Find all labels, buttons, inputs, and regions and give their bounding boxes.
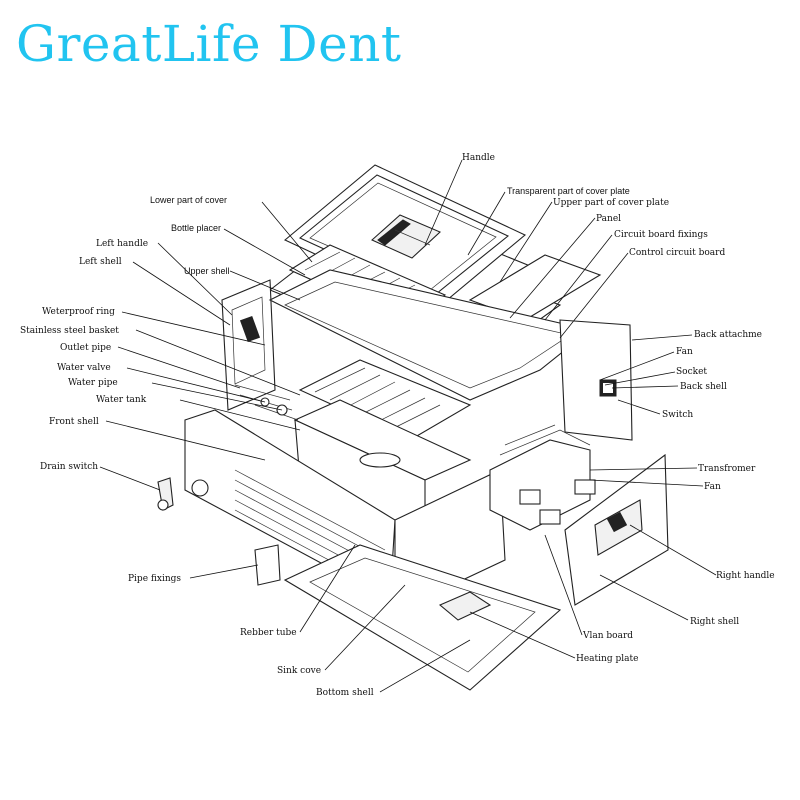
brand-title: GreatLife Dent xyxy=(16,15,402,73)
label-circuit-fixings: Circuit board fixings xyxy=(614,230,708,240)
label-fan-bottom: Fan xyxy=(704,482,721,492)
labels: Handle Transparent part of cover plate L… xyxy=(20,153,775,698)
label-rubber-tube: Rebber tube xyxy=(240,628,297,638)
label-left-handle: Left handle xyxy=(96,239,148,249)
label-fan-top: Fan xyxy=(676,347,693,357)
label-left-shell: Left shell xyxy=(79,257,122,267)
label-water-tank: Water tank xyxy=(96,395,147,405)
label-transformer: Transfromer xyxy=(698,464,756,474)
label-back-shell: Back shell xyxy=(680,382,727,392)
label-lower-cover: Lower part of cover xyxy=(150,195,227,205)
label-upper-cover-plate: Upper part of cover plate xyxy=(553,198,669,208)
label-right-handle: Right handle xyxy=(716,571,775,581)
label-socket: Socket xyxy=(676,367,707,377)
label-transparent-cover: Transparent part of cover plate xyxy=(507,186,630,196)
label-back-attach: Back attachme xyxy=(694,330,762,340)
leader-lines xyxy=(99,159,717,693)
label-outlet-pipe: Outlet pipe xyxy=(60,343,111,353)
label-handle: Handle xyxy=(462,153,495,163)
label-waterproof-ring: Weterproof ring xyxy=(42,307,115,317)
label-heating-plate: Heating plate xyxy=(576,654,638,664)
label-sink-cove: Sink cove xyxy=(277,666,321,676)
label-control-board: Control circuit board xyxy=(629,248,725,258)
label-bottle-placer: Bottle placer xyxy=(171,223,221,233)
pipe-fixings-part xyxy=(254,544,281,586)
handle-part xyxy=(371,214,441,259)
label-water-valve: Water valve xyxy=(57,363,111,373)
label-vlan-board: Vlan board xyxy=(582,631,633,641)
label-upper-shell: Upper shell xyxy=(184,266,230,276)
back-attach-part xyxy=(559,319,633,441)
label-pipe-fixings: Pipe fixings xyxy=(128,574,181,584)
label-switch: Switch xyxy=(662,410,693,420)
body-assembly xyxy=(157,269,669,691)
label-steel-basket: Stainless steel basket xyxy=(20,326,119,336)
bottom-shell-part xyxy=(283,544,562,691)
label-panel: Panel xyxy=(596,214,621,224)
label-front-shell: Front shell xyxy=(49,417,99,427)
heating-plate-part xyxy=(438,591,492,621)
left-shell-part xyxy=(221,279,276,411)
label-water-pipe: Water pipe xyxy=(68,378,118,388)
label-right-shell: Right shell xyxy=(690,617,739,627)
label-bottom-shell: Bottom shell xyxy=(316,688,374,698)
label-drain-switch: Drain switch xyxy=(40,462,98,472)
transformer-part xyxy=(489,439,591,531)
